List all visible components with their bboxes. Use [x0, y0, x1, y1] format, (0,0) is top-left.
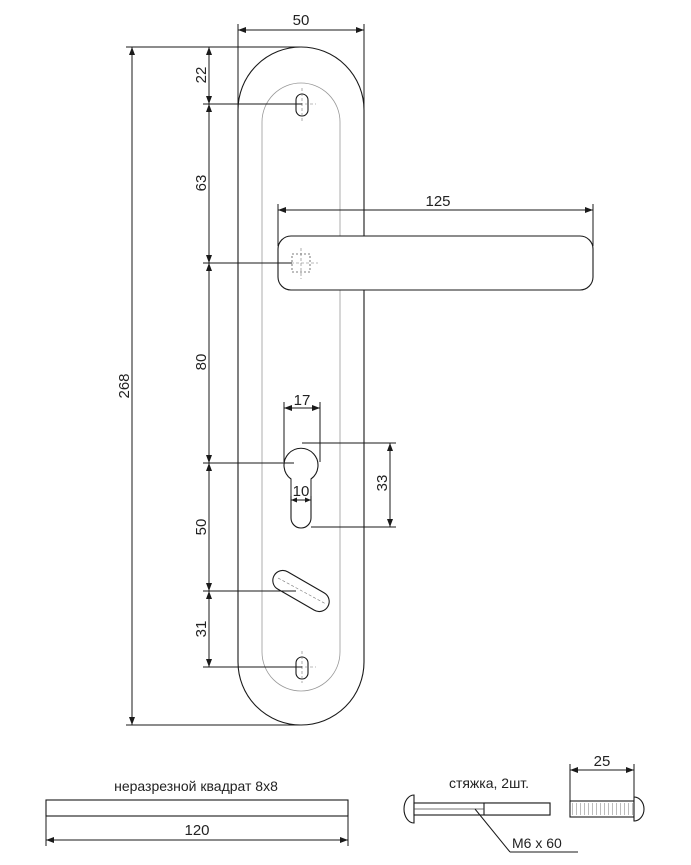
bolt-left [403, 794, 551, 824]
cylinder-cutout-outline [283, 447, 319, 529]
dimension-chain-left: 22 63 80 50 31 [193, 46, 302, 668]
dimension-overall-height: 268 [116, 46, 300, 726]
dimension-spindle-to-cylinder-label: 80 [193, 354, 210, 371]
thumbturn-slot [272, 569, 330, 613]
dimension-cylinder-slot: 10 [291, 483, 311, 503]
backplate [237, 46, 365, 726]
dimension-cylinder-diameter: 17 [283, 392, 321, 462]
dimension-thumbturn-to-screw-label: 31 [193, 621, 210, 638]
dimension-overall-height-label: 268 [116, 373, 133, 398]
dimension-cylinder-height-label: 33 [374, 475, 391, 492]
bolt-length-label: 25 [594, 753, 611, 770]
bolt-size-label: М6 х 60 [512, 835, 562, 851]
dimension-plate-width-label: 50 [293, 12, 310, 29]
dimension-cylinder-slot-label: 10 [293, 483, 310, 500]
bottom-screw-hole [290, 651, 316, 683]
connecting-bolts-part: стяжка, 2шт. 25 М6 х 60 [403, 753, 645, 853]
top-screw-hole [290, 88, 316, 122]
backplate-inner-line [261, 82, 341, 692]
spindle-length-label: 120 [184, 822, 209, 839]
dimension-handle-length: 125 [277, 193, 594, 246]
dimension-screw-to-spindle-label: 63 [193, 175, 210, 192]
backplate-outline [237, 46, 365, 726]
dimension-cylinder-to-thumbturn-label: 50 [193, 519, 210, 536]
dimension-cylinder-height: 33 [302, 442, 396, 528]
spindle-part: неразрезной квадрат 8х8 120 [45, 778, 349, 846]
handle-lever [277, 235, 594, 291]
spindle-label: неразрезной квадрат 8х8 [114, 778, 278, 794]
dimension-top-offset-label: 22 [193, 67, 210, 84]
dimension-plate-width: 50 [237, 12, 365, 112]
dimension-cylinder-diameter-label: 17 [294, 392, 311, 409]
bolt-right [569, 796, 645, 822]
cylinder-cutout [283, 447, 319, 529]
handle-lever-outline [277, 235, 594, 291]
dimension-handle-length-label: 125 [425, 193, 450, 210]
bolts-label: стяжка, 2шт. [449, 775, 529, 791]
spindle-bar [45, 799, 349, 817]
